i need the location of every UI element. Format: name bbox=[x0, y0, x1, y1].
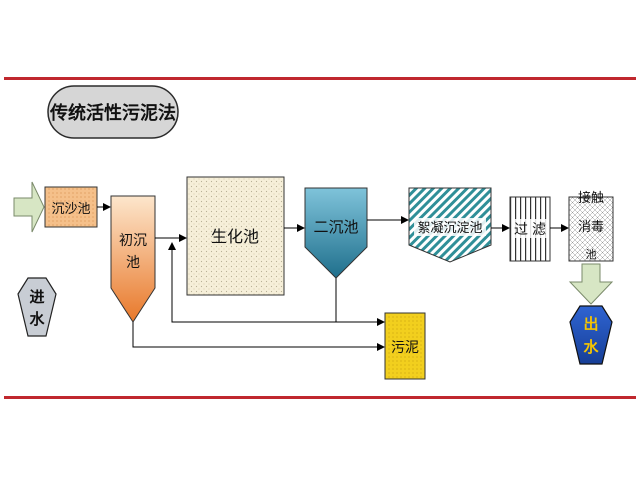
bottom-rule bbox=[4, 396, 636, 399]
filter-unit: 过 滤 bbox=[509, 196, 551, 262]
outflow-label-2: 水 bbox=[583, 338, 599, 356]
disinfection-label-2: 消毒 bbox=[578, 220, 604, 235]
secondary-clarifier: 二沉池 bbox=[304, 187, 368, 279]
coagulation-tank: 絮凝沉淀池 bbox=[408, 187, 492, 263]
inflow-label-2: 水 bbox=[29, 310, 45, 328]
primary-clarifier-label-2: 池 bbox=[126, 255, 140, 271]
grit-chamber-label: 沉沙池 bbox=[51, 202, 90, 217]
title-text: 传统活性污泥法 bbox=[49, 102, 176, 124]
title-badge: 传统活性污泥法 bbox=[47, 85, 179, 139]
secondary-clarifier-label: 二沉池 bbox=[313, 218, 358, 236]
disinfection-label-1: 接触 bbox=[578, 190, 604, 206]
inflow-badge: 进 水 bbox=[17, 277, 57, 337]
flow-primary-to-sludge bbox=[132, 322, 385, 351]
outflow-label-1: 出 bbox=[583, 315, 598, 333]
inflow-arrow bbox=[13, 181, 45, 233]
coagulation-tank-label: 絮凝沉淀池 bbox=[417, 220, 482, 236]
inflow-label-1: 进 bbox=[29, 288, 44, 306]
top-rule bbox=[4, 77, 636, 80]
flow-lines bbox=[97, 203, 569, 351]
outflow-badge: 出 水 bbox=[569, 305, 613, 365]
primary-clarifier: 初沉 池 bbox=[110, 195, 156, 323]
outflow-arrow bbox=[568, 263, 614, 305]
disinfection-label-3: 池 bbox=[586, 248, 597, 261]
filter-label-1: 过 bbox=[514, 222, 528, 238]
bio-tank: 生化池 bbox=[186, 176, 285, 296]
primary-clarifier-label-1: 初沉 bbox=[119, 232, 147, 249]
filter-label-2: 滤 bbox=[532, 222, 546, 238]
disinfection-tank: 接触 消毒 池 bbox=[568, 190, 614, 262]
flow-return-sludge bbox=[168, 242, 337, 323]
bio-tank-label: 生化池 bbox=[211, 227, 259, 246]
grit-chamber: 沉沙池 bbox=[44, 186, 98, 228]
sludge-box: 污泥 bbox=[384, 312, 426, 380]
sludge-label: 污泥 bbox=[391, 340, 419, 356]
